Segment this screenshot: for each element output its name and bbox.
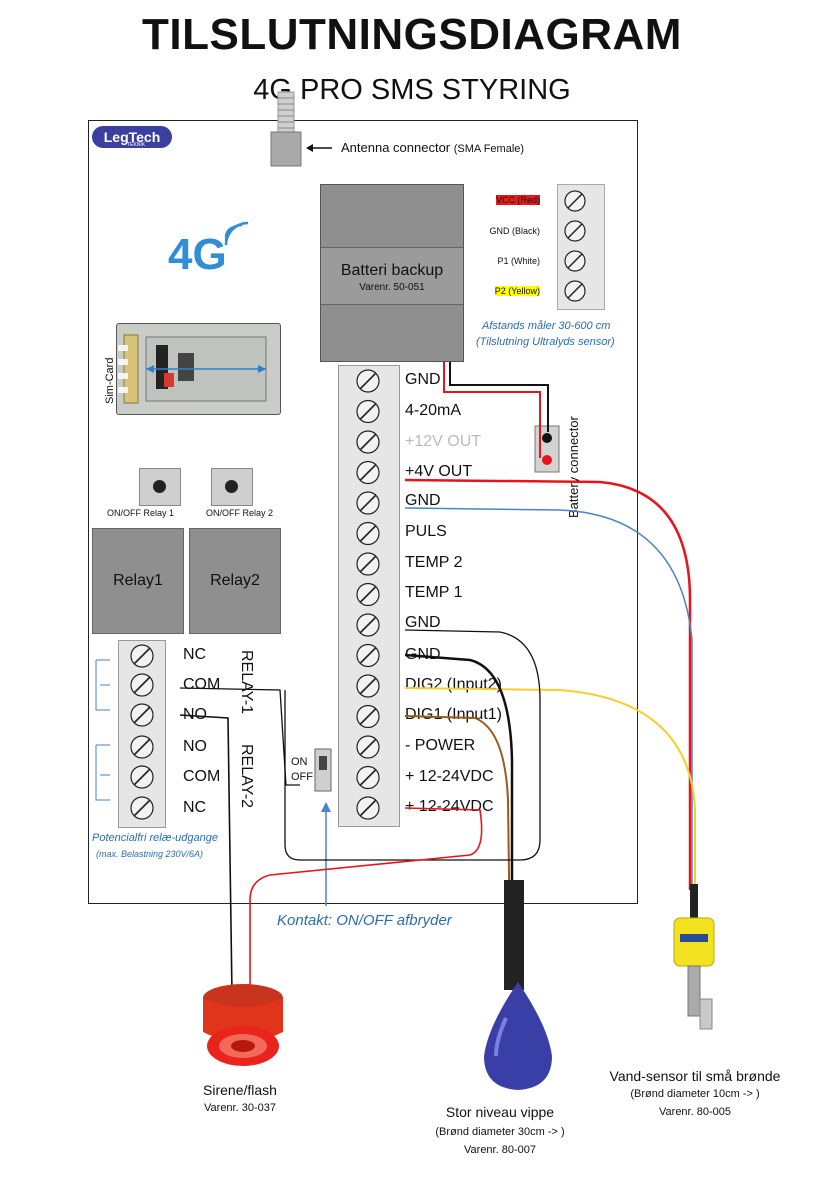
float-switch-ref: Varenr. 80-007	[464, 1144, 536, 1156]
antenna-connector-icon	[270, 91, 332, 167]
screw-slot	[359, 738, 377, 756]
relay-terminal-no-2: NO	[183, 738, 207, 755]
screw-slot	[359, 463, 377, 482]
main-screw-icons	[356, 369, 380, 820]
sensor-terminal-p1: P1 (White)	[497, 256, 540, 266]
relay-terminal-com-2: COM	[183, 768, 221, 785]
water-sensor-name: Vand-sensor til små brønde	[609, 1068, 781, 1084]
antenna-label-text: Antenna connector	[341, 140, 451, 155]
screw-slot	[359, 799, 377, 817]
siren-icon	[203, 984, 283, 1066]
screw-slot	[359, 768, 377, 787]
relay-note-2: (max. Belastning 230V/6A)	[96, 849, 204, 859]
relay-note-1: Potencialfri relæ-udgange	[92, 832, 218, 844]
relay-2-box: Relay2	[189, 528, 281, 634]
page-subtitle: 4G PRO SMS STYRING	[253, 74, 571, 106]
relay-1-button-label: ON/OFF Relay 1	[107, 508, 175, 518]
switch-off-label: OFF	[291, 771, 313, 783]
battery-ref: Varenr. 50-051	[359, 282, 425, 293]
float-switch-name: Stor niveau vippe	[445, 1104, 555, 1120]
siren-name: Sirene/flash	[203, 1082, 277, 1098]
water-sensor-ref: Varenr. 80-005	[659, 1106, 731, 1118]
terminal-temp1: TEMP 1	[405, 584, 463, 601]
relay-1-button[interactable]	[139, 468, 181, 506]
screw-slot	[359, 372, 377, 390]
terminal-4-20ma: 4-20mA	[405, 402, 462, 419]
relay-1-box: Relay1	[92, 528, 184, 634]
sim-card-holder-icon	[118, 334, 267, 404]
screw-slot	[359, 677, 377, 695]
screw-slot	[359, 402, 377, 421]
float-switch-icon	[484, 982, 552, 1090]
relay-2-button[interactable]	[211, 468, 253, 506]
screw-slot	[359, 433, 377, 451]
antenna-note: (SMA Female)	[453, 143, 525, 155]
terminal-power-neg: - POWER	[405, 737, 476, 754]
terminal-power-pos-2: + 12-24VDC	[405, 798, 494, 815]
sensor-screw-icons	[564, 190, 586, 302]
terminal-gnd-3: GND	[405, 614, 441, 631]
terminal-gnd-1: GND	[405, 371, 441, 388]
legtech-logo: LegTech	[92, 126, 172, 148]
sensor-note-1: Afstands måler 30-600 cm	[482, 320, 611, 332]
screw-slot	[359, 494, 377, 512]
relay-2-button-label: ON/OFF Relay 2	[206, 508, 274, 518]
signal-icon	[224, 221, 249, 245]
terminal-12v-out: +12V OUT	[405, 433, 482, 450]
sensor-terminal-p2: P2 (Yellow)	[494, 286, 540, 296]
float-switch-detail: (Brønd diameter 30cm -> )	[435, 1126, 565, 1138]
sensor-terminal-vcc: VCC (Red)	[495, 195, 540, 205]
relay-terminal-nc-2: NC	[183, 799, 207, 816]
terminal-gnd-2: GND	[405, 492, 441, 509]
terminal-puls: PULS	[405, 523, 447, 540]
switch-note: Kontakt: ON/OFF afbryder	[277, 912, 452, 929]
legtech-logo-sub: TEKNIK	[127, 142, 146, 148]
water-sensor-detail: (Brønd diameter 10cm -> )	[630, 1088, 760, 1100]
screw-slot	[359, 616, 377, 634]
siren-ref: Varenr. 30-037	[204, 1102, 276, 1114]
screw-slot	[359, 585, 377, 604]
terminal-4v-out: +4V OUT	[405, 463, 473, 480]
water-sensor-icon	[673, 884, 715, 1030]
antenna-connector-label: Antenna connector (SMA Female)	[341, 140, 524, 155]
page-title: TILSLUTNINGSDIAGRAM	[142, 10, 682, 59]
battery-backup: Batteri backup Varenr. 50-051	[320, 184, 464, 362]
terminal-gnd-4: GND	[405, 646, 441, 663]
terminal-power-pos-1: + 12-24VDC	[405, 768, 494, 785]
relay-screw-icons	[95, 644, 154, 820]
switch-on-label: ON	[291, 756, 308, 768]
sensor-terminal-gnd: GND (Black)	[489, 226, 540, 236]
battery-title: Batteri backup	[340, 262, 444, 279]
screw-slot	[359, 707, 377, 726]
screw-slot	[359, 524, 377, 543]
terminal-temp2: TEMP 2	[405, 554, 463, 571]
relay-terminal-no-1: NO	[183, 706, 207, 723]
switch-note-arrow	[321, 802, 331, 906]
network-4g-label: 4G	[168, 230, 227, 279]
sensor-note-2: (Tilslutning Ultralyds sensor)	[476, 336, 615, 348]
screw-slot	[359, 555, 377, 573]
relay-terminal-nc-1: NC	[183, 646, 207, 663]
power-switch[interactable]	[314, 748, 332, 792]
screw-slot	[359, 646, 377, 665]
